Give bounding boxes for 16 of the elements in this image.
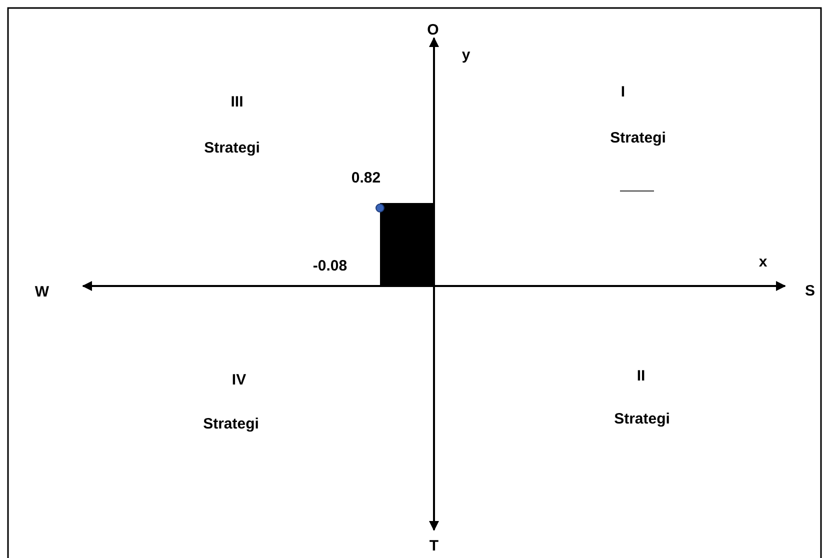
- quadrant-number: III: [230, 94, 244, 110]
- strategy-label: Strategi: [610, 130, 666, 146]
- strategy-label: Strategi: [614, 412, 670, 426]
- axis-label: T: [429, 538, 439, 554]
- strategy-label: Strategi: [203, 416, 259, 432]
- value-label: -0.08: [312, 258, 348, 274]
- quadrant-number: I: [620, 84, 626, 100]
- axis-label: y: [462, 48, 470, 62]
- quadrant-number: II: [636, 368, 646, 384]
- axis-label: S: [805, 284, 815, 298]
- value-label: 0.82: [351, 170, 381, 186]
- quadrant-number: IV: [232, 372, 246, 388]
- axis-label: x: [758, 254, 768, 270]
- strategy-label: Strategi: [204, 140, 260, 156]
- axis-label: W: [34, 284, 50, 300]
- axis-label: O: [427, 22, 439, 38]
